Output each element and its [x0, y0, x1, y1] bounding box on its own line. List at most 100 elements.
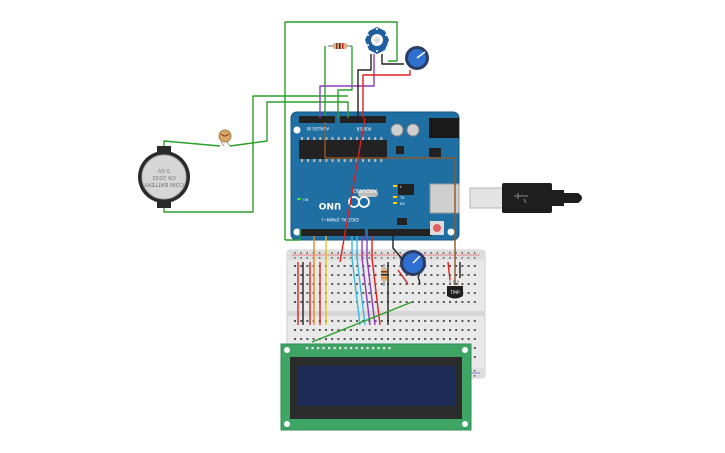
hole	[393, 252, 395, 254]
hole	[442, 292, 445, 294]
coin-battery[interactable]: COIN BATTERY CR 2032 3.0V	[138, 146, 190, 208]
hole	[473, 356, 476, 358]
hole	[331, 137, 334, 140]
hole	[355, 347, 358, 350]
wire-black	[392, 236, 404, 261]
hole	[306, 257, 308, 259]
hole	[399, 320, 402, 322]
pir-sensor[interactable]	[365, 27, 389, 54]
hole	[467, 338, 470, 340]
hole	[349, 137, 352, 140]
hole	[411, 329, 414, 331]
hole	[449, 252, 451, 254]
hole	[301, 159, 303, 162]
hole	[362, 274, 365, 276]
usb-symbol-icon	[514, 193, 528, 204]
resistor-top[interactable]	[328, 43, 352, 49]
hole	[380, 338, 383, 340]
temperature-sensor[interactable]: TMP	[447, 280, 463, 299]
hole	[473, 292, 476, 294]
battery-voltage-label: 3.0V	[158, 167, 171, 173]
hole	[418, 338, 420, 340]
icsp-header	[397, 218, 407, 225]
arduino-uno-board[interactable]: ANALOG IN POWER DIGITAL (PWM~) ARDUINO U…	[290, 111, 460, 241]
lcd-pins	[306, 347, 391, 350]
hole	[461, 320, 464, 322]
hole	[393, 301, 396, 303]
hole	[349, 252, 352, 254]
digital-header-a[interactable]	[301, 229, 365, 236]
hole	[467, 265, 470, 267]
hole	[306, 301, 309, 303]
power-header[interactable]	[340, 116, 386, 123]
hole	[368, 257, 370, 259]
hole	[343, 265, 346, 267]
wire-red	[447, 261, 451, 281]
potentiometer-breadboard[interactable]	[400, 250, 426, 276]
hole	[294, 320, 296, 322]
hole	[399, 274, 402, 276]
hole	[473, 338, 476, 340]
hole	[430, 274, 433, 276]
l-led-label: L	[400, 185, 402, 189]
hole	[455, 274, 458, 276]
analog-header[interactable]	[299, 116, 335, 123]
hole	[306, 283, 309, 285]
wire-green	[311, 301, 413, 343]
usb-b-port[interactable]	[429, 183, 460, 214]
hole	[300, 301, 303, 303]
hole	[368, 301, 371, 303]
hole	[430, 338, 433, 340]
hole	[430, 320, 433, 322]
resistor-breadboard[interactable]	[381, 264, 387, 286]
hole	[418, 292, 420, 294]
hole	[367, 44, 369, 46]
hole	[362, 252, 364, 254]
potentiometer-top[interactable]	[405, 46, 429, 70]
hole	[467, 283, 470, 285]
hole	[380, 137, 383, 140]
reset-button[interactable]	[430, 221, 444, 235]
hole	[418, 283, 420, 285]
hole	[306, 338, 309, 340]
hole	[313, 159, 316, 162]
wire-red	[397, 269, 409, 285]
hole	[455, 301, 458, 303]
hole	[318, 329, 321, 331]
hole	[442, 301, 445, 303]
hole	[343, 283, 346, 285]
hole	[368, 329, 371, 331]
hole	[393, 274, 396, 276]
hole	[467, 274, 470, 276]
wire-cyan	[356, 236, 366, 326]
hole	[306, 265, 309, 267]
hole	[318, 257, 321, 259]
power-jack[interactable]	[429, 118, 459, 138]
hole	[387, 329, 389, 331]
hole	[374, 257, 377, 259]
hole	[343, 292, 346, 294]
hole	[461, 329, 464, 331]
hole	[307, 137, 310, 140]
digital-label: DIGITAL (PWM~)	[321, 216, 359, 222]
hole	[312, 338, 315, 340]
hole	[294, 329, 296, 331]
hole	[436, 292, 439, 294]
hole	[331, 292, 334, 294]
hole	[467, 292, 470, 294]
hole	[294, 292, 296, 294]
hole	[337, 320, 340, 322]
photoresistor[interactable]	[218, 129, 232, 147]
hole	[337, 301, 340, 303]
hole	[294, 257, 296, 259]
wire-black	[357, 54, 372, 118]
hole	[331, 283, 334, 285]
hole	[337, 252, 339, 254]
hole	[333, 347, 336, 350]
lcd-display[interactable]	[280, 343, 472, 431]
hole	[331, 329, 334, 331]
usb-cable[interactable]	[469, 183, 582, 213]
digital-header-b[interactable]	[368, 229, 432, 236]
hole	[344, 347, 347, 350]
hole	[467, 301, 470, 303]
